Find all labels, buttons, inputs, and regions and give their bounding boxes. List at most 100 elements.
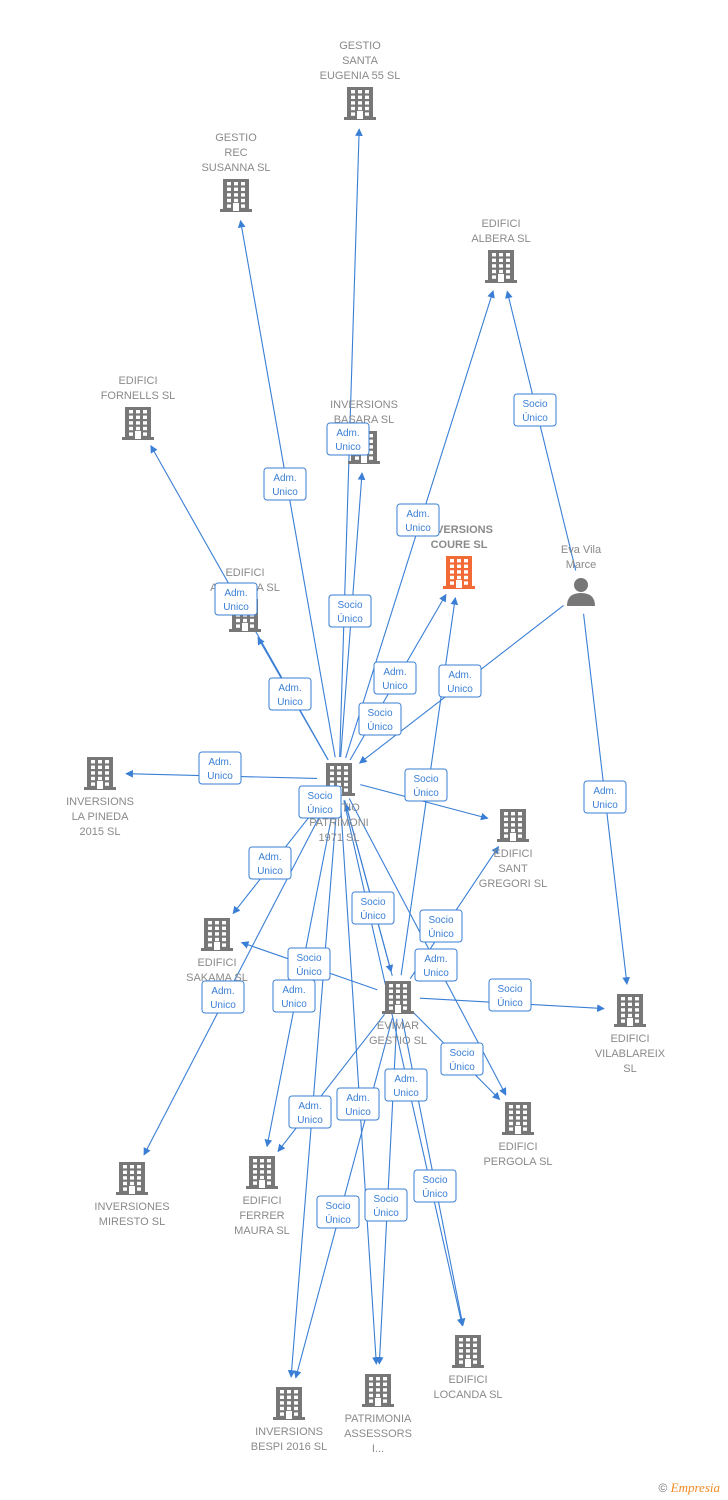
edge-label-text: Adm. [593, 786, 616, 797]
edge-label-text: Unico [423, 968, 449, 979]
node-label-line: EDIFICI [197, 957, 236, 969]
node-label-line: Marce [566, 559, 597, 571]
edge-line [287, 800, 338, 1378]
edge-labels-layer: Adm.UnicoAdm.UnicoAdm.UnicoSocioÚnicoAdm… [198, 393, 627, 1229]
edge-label[interactable]: Adm.Unico [373, 661, 417, 695]
node-patrimonia-assessors[interactable]: PATRIMONIAASSESSORSI... [344, 1374, 412, 1455]
edge-label-text: Socio [337, 600, 362, 611]
node-label-line: INVERSIONS [425, 524, 493, 536]
edge-label-text: Único [422, 1187, 448, 1200]
building-icon [220, 179, 252, 212]
edge-label-text: Socio [449, 1048, 474, 1059]
building-icon [382, 981, 414, 1014]
edge-label[interactable]: Adm.Unico [272, 979, 316, 1013]
edge-label-text: Único [296, 965, 322, 978]
edge-label-text: Unico [393, 1088, 419, 1099]
building-icon [452, 1335, 484, 1368]
edge-label[interactable]: Adm.Unico [268, 677, 312, 711]
edge-label-text: Adm. [336, 428, 359, 439]
node-label-line: Eva Vila [561, 544, 602, 556]
node-label-line: MAURA SL [234, 1225, 290, 1237]
edge-label-text: Unico [257, 866, 283, 877]
edge-label-text: Socio [428, 915, 453, 926]
brand-logo[interactable]: Empresia [670, 1480, 720, 1495]
edge-label[interactable]: Adm. Unico [384, 1068, 428, 1102]
edge-label-text: Unico [335, 442, 361, 453]
node-label-line: GESTIO [215, 132, 257, 144]
edge-label[interactable]: Adm.Unico [438, 664, 482, 698]
node-label-line: GESTIO [339, 40, 381, 52]
node-label-line: INVERSIONES [94, 1201, 169, 1213]
node-label-line: EDIFICI [242, 1195, 281, 1207]
edge-label-text: Único [497, 996, 523, 1009]
edge-line [343, 800, 465, 1327]
node-label-line: SANT [498, 863, 528, 875]
edge-label[interactable]: Adm. Unico [198, 751, 242, 785]
edge-label[interactable]: Adm. Unico [583, 780, 627, 814]
edge-label[interactable]: Adm. Unico [326, 422, 370, 456]
node-label-line: FORNELLS SL [101, 390, 176, 402]
edge-label-text: Socio [325, 1201, 350, 1212]
edge-label-text: Adm. [406, 509, 429, 520]
building-icon [497, 809, 529, 842]
edge-label[interactable]: Adm.Unico [414, 948, 458, 982]
edge-label-text: Socio [422, 1175, 447, 1186]
edge-label-text: Adm. [258, 852, 281, 863]
node-label-line: EVIMAR [377, 1020, 419, 1032]
node-label-line: EDIFICI [498, 1141, 537, 1153]
edge-label-text: Único [360, 909, 386, 922]
edge-label[interactable]: Adm.Unico [201, 980, 245, 1014]
edge-label-text: Único [522, 411, 548, 424]
edge-label-text: Unico [447, 684, 473, 695]
node-label-line: EDIFICI [493, 848, 532, 860]
edge-label-text: Unico [592, 800, 618, 811]
edge-label[interactable]: Adm.Unico [336, 1087, 380, 1121]
building-icon [485, 250, 517, 283]
building-icon [614, 994, 646, 1027]
node-label-line: SUSANNA SL [201, 162, 270, 174]
edge-label-text: Adm. [208, 757, 231, 768]
edge-label-text: Unico [207, 771, 233, 782]
node-label-line: EDIFICI [481, 218, 520, 230]
edge-label[interactable]: Adm.Unico [214, 582, 258, 616]
edge-label-text: Único [428, 927, 454, 940]
node-label-line: EDIFICI [610, 1033, 649, 1045]
edge-label[interactable]: Adm.Unico [263, 467, 307, 501]
edge-label[interactable]: Adm.Unico [396, 503, 440, 537]
node-label-line: SL [623, 1063, 636, 1075]
edge-label[interactable]: Adm.Unico [288, 1095, 332, 1129]
edge-label[interactable]: Adm. Unico [248, 846, 292, 880]
edge-label-text: Adm. [394, 1074, 417, 1085]
edge-label-text: Único [413, 786, 439, 799]
edge-label-text: Unico [210, 1000, 236, 1011]
